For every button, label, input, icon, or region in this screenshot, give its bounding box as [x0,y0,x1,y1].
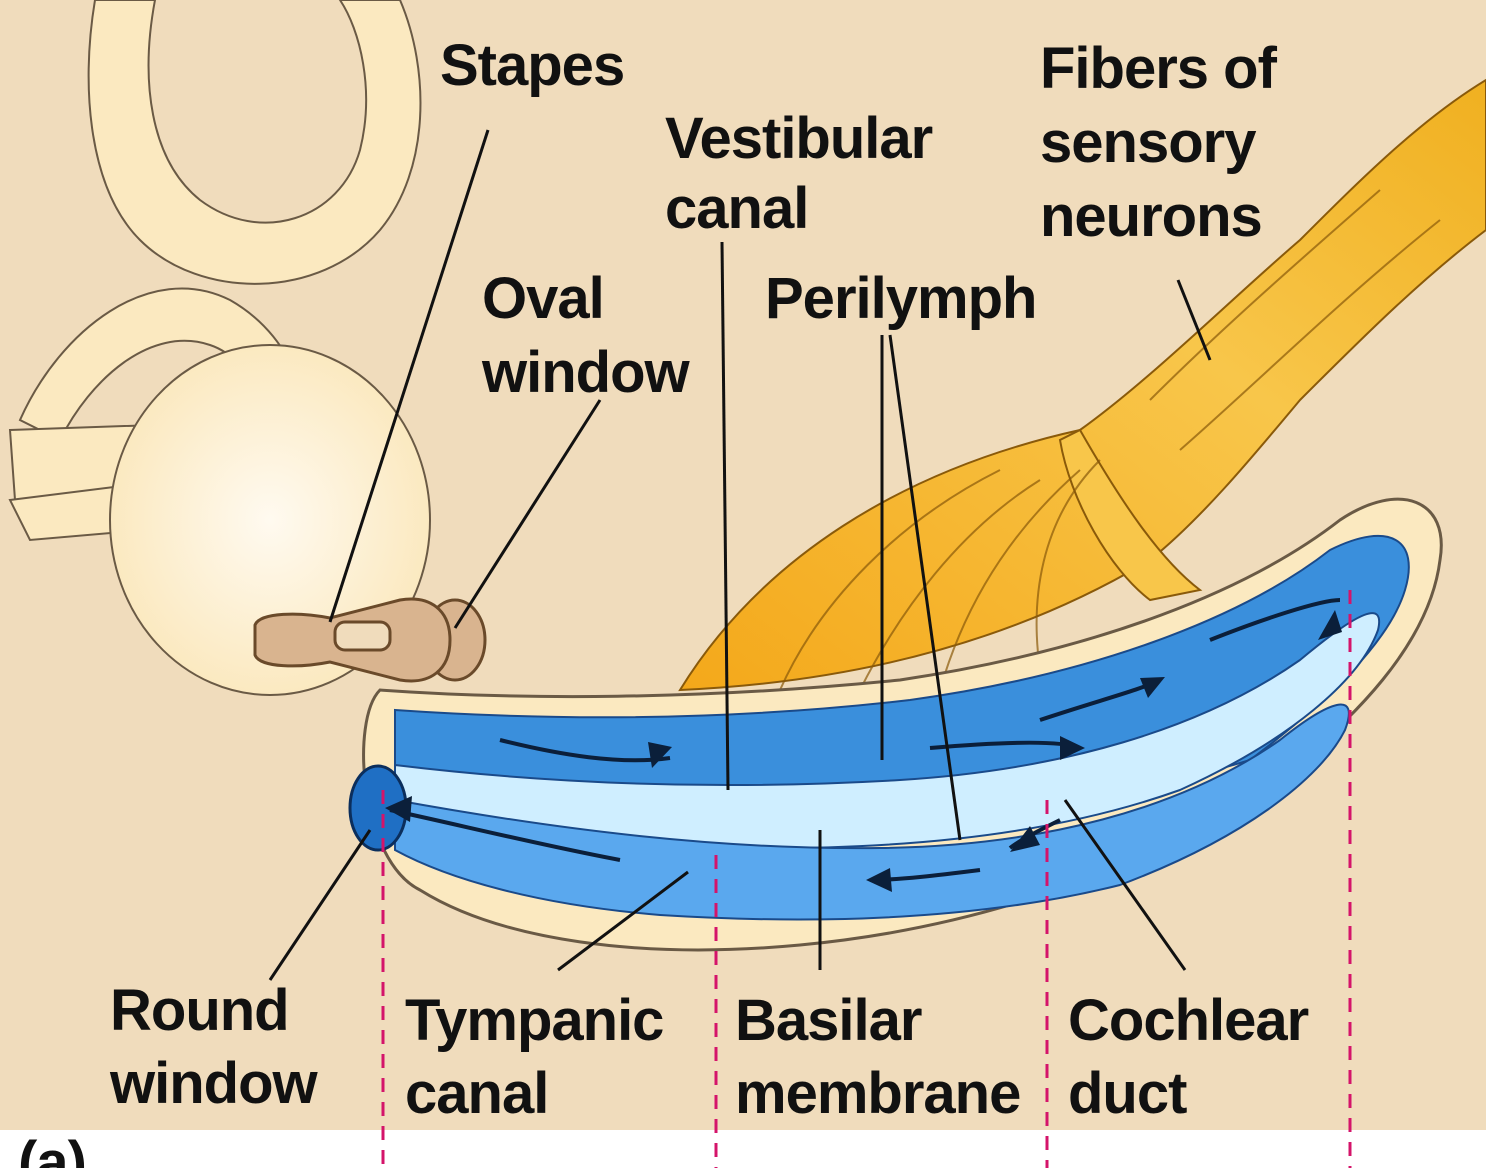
label-vestibular-canal-line2: canal [665,176,808,241]
label-fibers-line2: sensory [1040,110,1256,175]
label-fibers-line1: Fibers of [1040,36,1278,101]
label-stapes: Stapes [440,33,624,98]
label-basilar-membrane-line2: membrane [735,1061,1020,1126]
bottom-strip [0,1130,1486,1168]
label-tympanic-canal-line1: Tympanic [405,988,663,1053]
label-fibers-line3: neurons [1040,184,1262,249]
label-basilar-membrane-line1: Basilar [735,988,922,1053]
label-perilymph: Perilymph [765,266,1036,331]
panel-letter: (a) [18,1130,86,1168]
label-oval-window-line2: window [481,340,691,405]
label-oval-window-line1: Oval [482,266,604,331]
label-vestibular-canal-line1: Vestibular [665,106,933,171]
label-cochlear-duct-line2: duct [1068,1061,1187,1126]
label-cochlear-duct-line1: Cochlear [1068,988,1309,1053]
label-round-window-line2: window [109,1051,319,1116]
label-round-window-line1: Round [110,978,289,1043]
label-tympanic-canal-line2: canal [405,1061,548,1126]
